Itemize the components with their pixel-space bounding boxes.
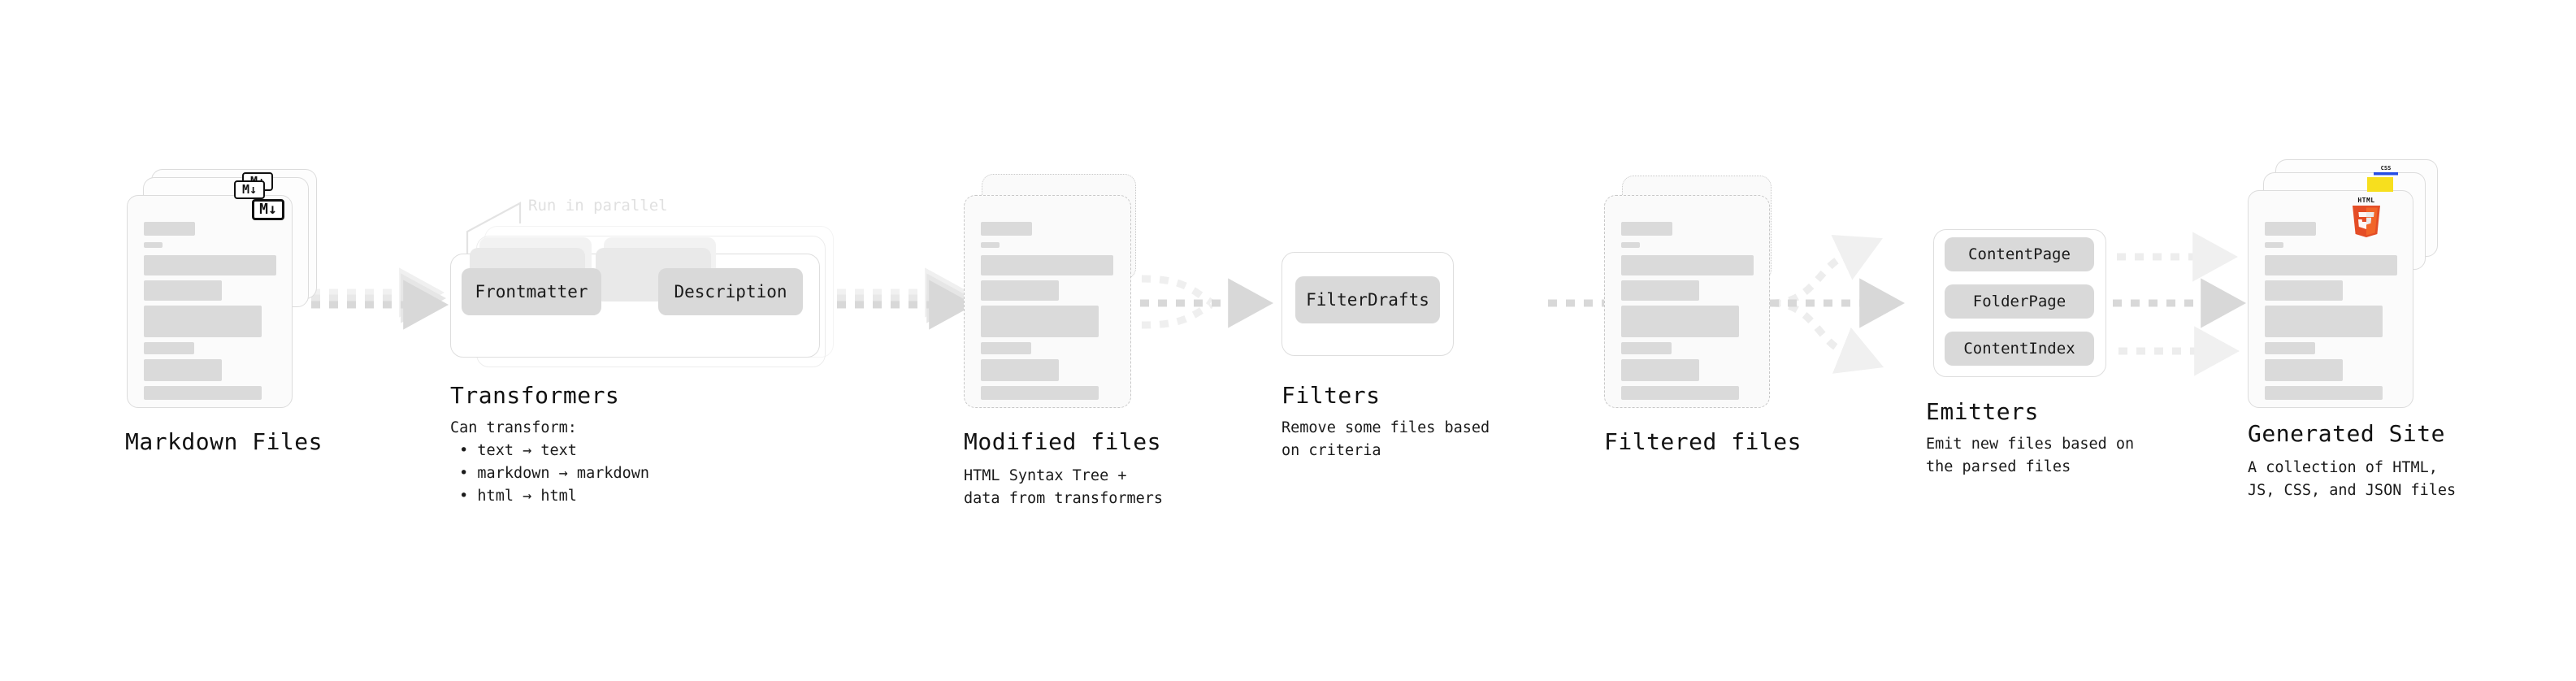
doc-bar [2265, 222, 2316, 236]
doc-bar [2265, 255, 2397, 275]
modified-card-front [964, 195, 1131, 408]
connector-emitters-to-site [2113, 232, 2246, 376]
transformer-pill-description[interactable]: Description [658, 268, 803, 315]
stage-subtitle-emitters: Emit new files based on the parsed files [1926, 436, 2135, 475]
doc-bar [981, 359, 1059, 381]
doc-bar [1621, 242, 1640, 248]
doc-bar [144, 386, 262, 400]
filtered-card-front [1604, 195, 1770, 408]
svg-text:CSS: CSS [2381, 165, 2392, 171]
stage-title-transformers: Transformers [450, 382, 620, 409]
connector-markdown-to-transformers [311, 267, 449, 330]
html5-icon: HTML [2353, 197, 2380, 237]
doc-bar [981, 255, 1113, 275]
emitters-pill-folderpage[interactable]: FolderPage [1945, 284, 2094, 319]
transformer-pill-frontmatter[interactable]: Frontmatter [462, 268, 601, 315]
site-card-front [2248, 190, 2413, 408]
doc-bar [981, 386, 1099, 400]
stage-title-markdown-files: Markdown Files [125, 428, 323, 455]
stage-subtitle-filters: Remove some files based on criteria [1281, 419, 1490, 459]
doc-bar [144, 222, 195, 236]
stage-subtitle-generated-site: A collection of HTML, JS, CSS, and JSON … [2248, 459, 2457, 499]
stage-title-filtered-files: Filtered files [1604, 428, 1802, 455]
doc-bar [981, 222, 1032, 236]
filters-pill-filterdrafts[interactable]: FilterDrafts [1295, 276, 1440, 323]
markdown-icon: M↓ [252, 199, 284, 220]
svg-text:HTML: HTML [2357, 197, 2374, 204]
emitters-pill-contentpage-label: ContentPage [1968, 245, 2071, 263]
stage-title-filters: Filters [1281, 382, 1381, 409]
doc-bar [1621, 342, 1672, 354]
transformer-pill-description-label: Description [674, 282, 787, 301]
doc-bar [2265, 306, 2383, 337]
doc-bar [144, 280, 222, 301]
doc-bar [2265, 242, 2283, 248]
connector-filtered-to-emitters [1770, 235, 1905, 374]
doc-bar [1621, 222, 1672, 236]
doc-bar [144, 242, 163, 248]
css-icon: CSS [2374, 165, 2398, 176]
run-in-parallel-label: Run in parallel [528, 197, 668, 215]
js-icon [2367, 177, 2393, 192]
transformer-pill-frontmatter-label: Frontmatter [475, 282, 588, 301]
stage-title-emitters: Emitters [1926, 398, 2039, 425]
connector-transformers-to-modified [837, 267, 974, 330]
stage-title-generated-site: Generated Site [2248, 420, 2446, 447]
markdown-card-front [127, 195, 293, 408]
emitters-pill-contentindex-label: ContentIndex [1963, 340, 2075, 358]
connector-modified-to-filters [1140, 275, 1273, 329]
emitters-pill-contentpage[interactable]: ContentPage [1945, 237, 2094, 271]
stage-subtitle-transformers: Can transform: • text → text • markdown … [450, 419, 650, 505]
filters-pill-filterdrafts-label: FilterDrafts [1306, 290, 1429, 310]
doc-bar [981, 280, 1059, 301]
stage-subtitle-modified-files: HTML Syntax Tree + data from transformer… [964, 467, 1164, 507]
doc-bar [981, 306, 1099, 337]
doc-bar [2265, 342, 2315, 354]
doc-bar [2265, 359, 2343, 381]
doc-bar [981, 342, 1031, 354]
doc-bar [144, 255, 276, 275]
markdown-icon: M↓ [234, 180, 265, 199]
doc-bar [144, 306, 262, 337]
stage-title-modified-files: Modified files [964, 428, 1162, 455]
emitters-pill-contentindex[interactable]: ContentIndex [1945, 332, 2094, 366]
doc-bar [1621, 280, 1699, 301]
doc-bar [1621, 386, 1739, 400]
doc-bar [144, 342, 194, 354]
doc-bar [1621, 359, 1699, 381]
doc-bar [2265, 280, 2343, 301]
doc-bar [1621, 306, 1739, 337]
emitters-pill-folderpage-label: FolderPage [1972, 293, 2066, 310]
doc-bar [981, 242, 1000, 248]
doc-bar [144, 359, 222, 381]
doc-bar [1621, 255, 1754, 275]
doc-bar [2265, 386, 2383, 400]
